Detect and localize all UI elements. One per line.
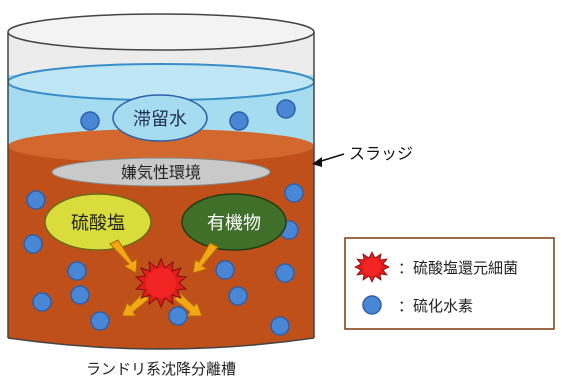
arrow-bacteria-to-right xyxy=(173,292,203,317)
anaerobic-env-label: 嫌気性環境 xyxy=(121,163,201,182)
h2s-bubble xyxy=(168,306,188,326)
h2s-bubble xyxy=(32,292,52,312)
water-h2s-bubbles xyxy=(80,99,296,131)
h2s-bubble xyxy=(26,190,46,210)
legend-box xyxy=(344,237,555,330)
h2s-bubble xyxy=(228,286,248,306)
h2s-bubble xyxy=(90,311,110,331)
legend-bacteria-label: ：硫酸塩還元細菌 xyxy=(398,259,518,277)
arrow-bacteria-to-left xyxy=(121,292,150,317)
h2s-bubble xyxy=(215,260,235,280)
anaerobic-env-ellipse xyxy=(51,157,271,187)
h2s-bubble xyxy=(275,263,295,283)
h2s-bubble xyxy=(276,99,296,119)
sulfate-ellipse xyxy=(44,193,152,251)
arrow-sulfate-to-bacteria xyxy=(109,239,138,274)
h2s-bubble xyxy=(284,183,304,203)
reaction-arrows xyxy=(109,239,219,317)
h2s-bubble xyxy=(80,111,100,131)
sludge-pointer-arrowhead xyxy=(312,157,322,167)
sludge-pointer-line xyxy=(317,153,345,163)
h2s-bubble xyxy=(70,285,90,305)
h2s-bubble xyxy=(270,316,290,336)
sulfate-reducing-bacteria-icon xyxy=(134,257,188,309)
sludge-h2s-bubbles xyxy=(23,183,304,336)
sludge-surface xyxy=(8,129,314,163)
sulfate-label: 硫酸塩 xyxy=(71,213,125,234)
h2s-bubble xyxy=(67,261,87,281)
sludge-label: スラッジ xyxy=(349,144,413,163)
stagnant-water-label: 滞留水 xyxy=(133,109,187,130)
legend-h2s-icon xyxy=(362,295,382,315)
arrow-organic-to-bacteria xyxy=(192,242,219,274)
tank-rim xyxy=(7,13,315,51)
legend-bacteria-icon xyxy=(354,251,390,283)
organic-label: 有機物 xyxy=(207,213,261,234)
stagnant-water-ellipse xyxy=(112,94,208,142)
h2s-bubble xyxy=(229,111,249,131)
organic-ellipse xyxy=(181,193,287,251)
h2s-bubble xyxy=(23,234,43,254)
diagram-caption: ランドリ系沈降分離槽 xyxy=(86,360,236,378)
legend-h2s-label: ：硫化水素 xyxy=(398,297,473,315)
